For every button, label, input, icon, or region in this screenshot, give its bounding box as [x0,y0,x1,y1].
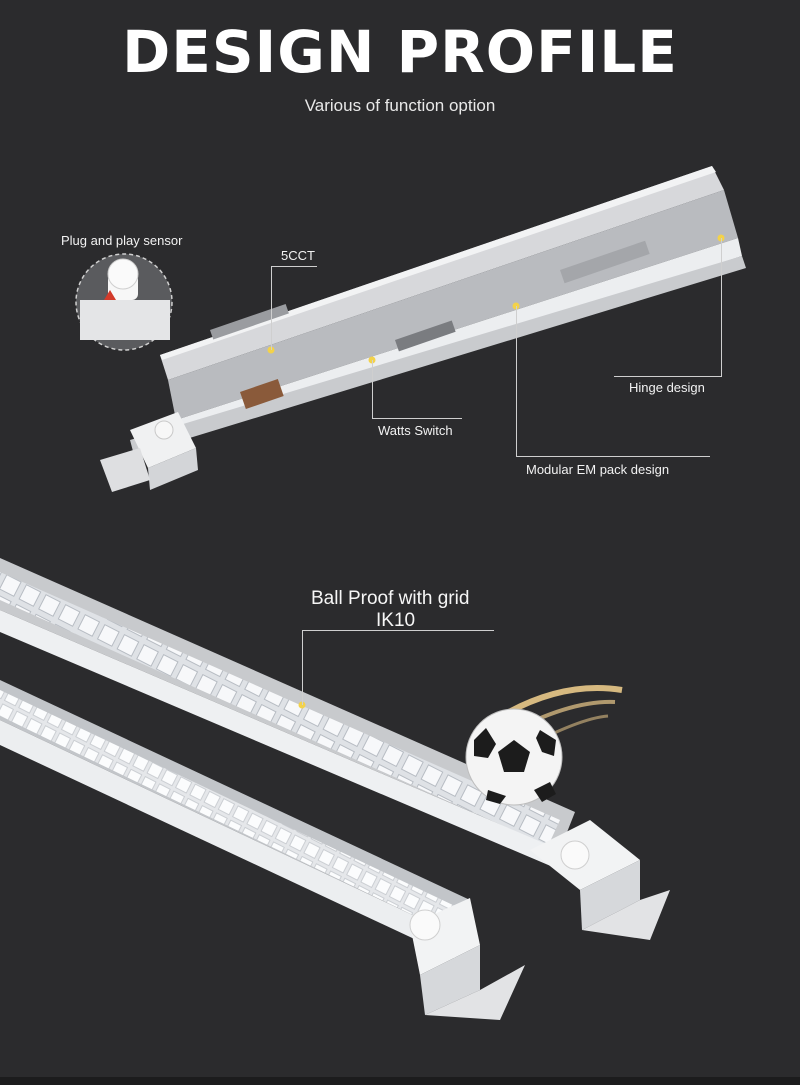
grid-marker-dot [298,701,306,709]
grid-fixture-front [0,680,525,1020]
grid-leader-horizontal [302,630,494,631]
watts-callout-label: Watts Switch [378,423,453,438]
em-pack-callout-label: Modular EM pack design [526,462,670,477]
grid-leader-vertical [302,630,303,705]
watts-leader-vertical [372,360,373,418]
hinge-leader-vertical [721,238,722,376]
sensor-callout-label: Plug and play sensor [61,233,183,248]
cct-leader-horizontal [271,266,317,267]
football-impact-graphic [465,685,623,806]
page-title: DESIGN PROFILE [122,18,678,86]
em-leader-vertical [516,306,517,456]
cct-marker-dot [267,346,275,354]
ik10-label: IK10 [376,610,416,631]
cct-leader-vertical [271,266,272,350]
watts-leader-horizontal [372,418,462,419]
ball-proof-label: Ball Proof with grid [311,588,470,609]
bottom-bar [0,1077,800,1085]
page-subtitle: Various of function option [304,96,496,115]
hinge-callout-label: Hinge design [629,380,705,395]
hinge-leader-horizontal [614,376,722,377]
sensor-zoom-inset [75,253,173,351]
linear-fixture-open-housing [100,166,746,492]
em-leader-horizontal [516,456,710,457]
cct-callout-label: 5CCT [281,248,315,263]
grid-fixture-rear [0,558,670,940]
